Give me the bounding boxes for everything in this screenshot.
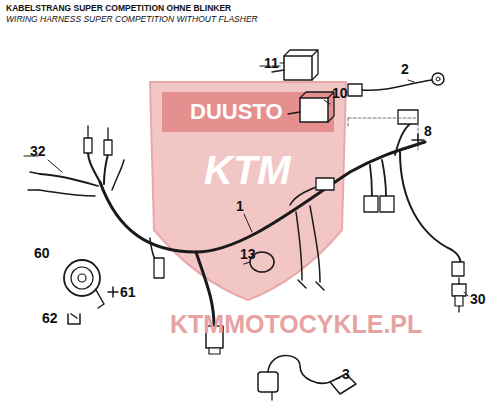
title: KABELSTRANG SUPER COMPETITION OHNE BLINK… <box>6 4 231 13</box>
callout-number: 60 <box>34 246 50 260</box>
callout-number: 13 <box>240 247 256 261</box>
callout-number: 3 <box>342 367 350 381</box>
callout-number: 62 <box>42 311 58 325</box>
watermark-shield <box>150 82 346 300</box>
callout-number: 8 <box>424 124 432 138</box>
callout-number: 1 <box>236 199 244 213</box>
watermark-band <box>162 92 334 132</box>
subtitle: WIRING HARNESS SUPER COMPETITION WITHOUT… <box>6 15 258 24</box>
callout-number: 61 <box>120 285 136 299</box>
watermark: KTMMOTOCYKLE.PL <box>170 312 422 337</box>
watermark: DUUSTO <box>190 101 283 123</box>
callout-number: 11 <box>264 56 279 70</box>
watermark: KTM <box>204 150 291 190</box>
callout-number: 30 <box>470 292 486 306</box>
callout-number: 2 <box>401 62 409 76</box>
callout-number: 32 <box>30 144 46 158</box>
callout-number: 10 <box>332 86 348 100</box>
